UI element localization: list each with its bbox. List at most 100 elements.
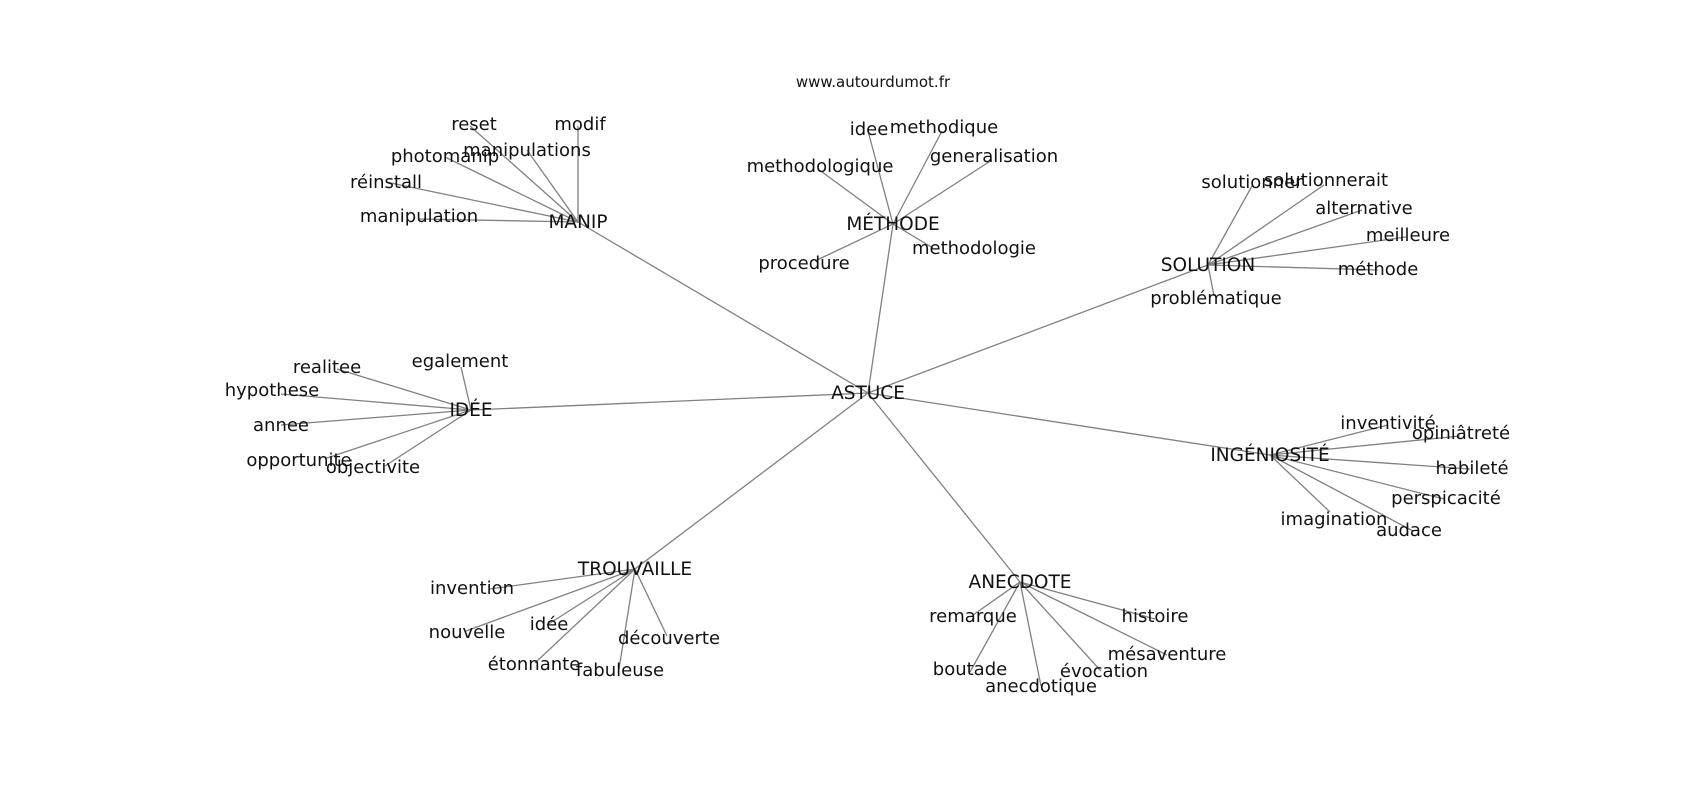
hub-node-methode: MÉTHODE — [846, 213, 939, 235]
edge-center-idee — [470, 392, 869, 411]
edge-methode-methodologique — [817, 168, 894, 225]
leaf-node-boutade: boutade — [933, 659, 1007, 680]
edge-idee-opportunite — [326, 409, 472, 459]
leaf-node-manipulations: manipulations — [463, 140, 591, 161]
edge-idee-hypothese — [280, 393, 472, 411]
edge-anecdote-remarque — [972, 581, 1021, 616]
edge-trouvaille-nouvelle — [465, 568, 636, 632]
edge-solution-solutionner — [1207, 185, 1253, 266]
edge-anecdote-boutade — [969, 581, 1021, 673]
leaf-node-habilete: habileté — [1435, 458, 1508, 479]
edge-anecdote-evocation — [1019, 581, 1102, 672]
leaf-node-egalement: egalement — [412, 351, 509, 372]
edge-anecdote-histoire — [1019, 581, 1156, 620]
edge-center-manip — [577, 221, 869, 394]
edge-center-methode — [867, 223, 894, 394]
leaf-node-annee: annee — [253, 415, 309, 436]
edge-trouvaille-etonnante — [534, 568, 636, 664]
leaf-node-opportunite: opportunite — [246, 450, 351, 471]
leaf-node-hypothese: hypothese — [225, 380, 320, 401]
leaf-node-perspicacite: perspicacité — [1391, 488, 1501, 509]
leaf-node-methodologie: methodologie — [912, 238, 1036, 259]
leaf-node-modif: modif — [554, 114, 606, 135]
leaf-node-realitee: realitee — [293, 357, 361, 378]
leaf-node-objectivite: objectivite — [326, 457, 420, 478]
edge-manip-manipulations — [526, 149, 579, 223]
leaf-node-audace: audace — [1376, 520, 1442, 541]
edge-anecdote-anecdotique — [1019, 581, 1042, 687]
edge-methode-generalisation — [892, 159, 993, 225]
leaf-node-evocation: évocation — [1060, 661, 1148, 682]
edge-ingeniosite-perspicacite — [1269, 454, 1445, 500]
graph-labels: ASTUCE MANIP reset modif manipulationsphotom… — [225, 114, 1510, 697]
edge-manip-manipulation — [418, 218, 579, 223]
hub-node-ingeniosite: INGÉNIOSITÉ — [1210, 444, 1329, 466]
edge-solution-methode — [1207, 264, 1379, 271]
graph-edges — [280, 125, 1471, 687]
edge-solution-meilleure — [1207, 236, 1407, 266]
site-url: www.autourdumot.fr — [796, 73, 951, 91]
edge-idee-realitee — [336, 368, 472, 411]
edge-ingeniosite-habilete — [1269, 454, 1471, 470]
leaf-node-solutionner: solutionner — [1201, 172, 1303, 193]
edge-solution-problematique — [1207, 264, 1215, 297]
leaf-node-problematique: problématique — [1150, 288, 1281, 309]
edge-ingeniosite-opiniatrete — [1269, 435, 1461, 456]
leaf-node-remarque: remarque — [929, 606, 1017, 627]
leaf-node-meilleure: meilleure — [1366, 225, 1450, 246]
edge-solution-alternative — [1207, 209, 1363, 266]
edge-methode-methodologie — [892, 223, 934, 249]
leaf-node-reinstall: réinstall — [350, 172, 422, 193]
edge-center-ingeniosite — [867, 392, 1271, 456]
leaf-node-nouvelle: nouvelle — [429, 622, 506, 643]
leaf-node-methodologique: methodologique — [747, 156, 894, 177]
hub-node-manip: MANIP — [548, 212, 607, 233]
edge-idee-egalement — [460, 366, 472, 411]
edge-methode-procedure — [814, 223, 894, 262]
edge-trouvaille-fabuleuse — [618, 568, 636, 670]
leaf-node-inventivite: inventivité — [1340, 413, 1435, 434]
edge-solution-solutionnerait — [1207, 184, 1325, 266]
edge-ingeniosite-imagination — [1269, 454, 1331, 513]
edge-idee-objectivite — [384, 409, 472, 467]
leaf-node-reset: reset — [451, 114, 497, 135]
leaf-node-opiniatrete: opiniâtreté — [1412, 423, 1510, 444]
edge-methode-methodique — [892, 130, 943, 225]
edge-ingeniosite-inventivite — [1269, 424, 1389, 456]
edge-center-trouvaille — [634, 392, 869, 570]
leaf-node-invention: invention — [430, 578, 514, 599]
leaf-node-mesaventure: mésaventure — [1108, 644, 1227, 665]
hub-node-idee: IDÉE — [449, 399, 492, 421]
leaf-node-idee: idée — [530, 614, 569, 635]
hub-node-trouvaille: TROUVAILLE — [577, 559, 692, 580]
leaf-node-idee: idee — [850, 119, 889, 140]
leaf-node-histoire: histoire — [1122, 606, 1189, 627]
edge-trouvaille-decouverte — [634, 568, 668, 637]
leaf-node-methode: méthode — [1338, 259, 1419, 280]
edge-manip-photomanip — [444, 156, 579, 223]
leaf-node-decouverte: découverte — [618, 628, 720, 649]
edge-center-solution — [867, 264, 1209, 394]
edge-center-anecdote — [867, 392, 1021, 583]
leaf-node-imagination: imagination — [1281, 509, 1388, 530]
edge-trouvaille-idee — [546, 568, 636, 626]
edge-anecdote-mesaventure — [1019, 581, 1168, 656]
edge-idee-annee — [280, 409, 472, 426]
leaf-node-manipulation: manipulation — [360, 206, 478, 227]
edge-methode-idee — [867, 130, 894, 225]
leaf-node-etonnante: étonnante — [488, 654, 581, 675]
edge-ingeniosite-audace — [1269, 454, 1414, 532]
leaf-node-anecdotique: anecdotique — [985, 676, 1097, 697]
edge-trouvaille-invention — [489, 568, 636, 590]
leaf-node-alternative: alternative — [1315, 198, 1412, 219]
center-node-label: ASTUCE — [831, 383, 905, 404]
leaf-node-photomanip: photomanip — [391, 146, 499, 167]
edge-manip-reinstall — [385, 181, 579, 223]
leaf-node-solutionnerait: solutionnerait — [1264, 170, 1388, 191]
leaf-node-generalisation: generalisation — [930, 146, 1058, 167]
edge-manip-reset — [469, 125, 579, 223]
leaf-node-methodique: methodique — [890, 117, 998, 138]
leaf-node-fabuleuse: fabuleuse — [576, 660, 664, 681]
hub-node-solution: SOLUTION — [1161, 255, 1255, 276]
